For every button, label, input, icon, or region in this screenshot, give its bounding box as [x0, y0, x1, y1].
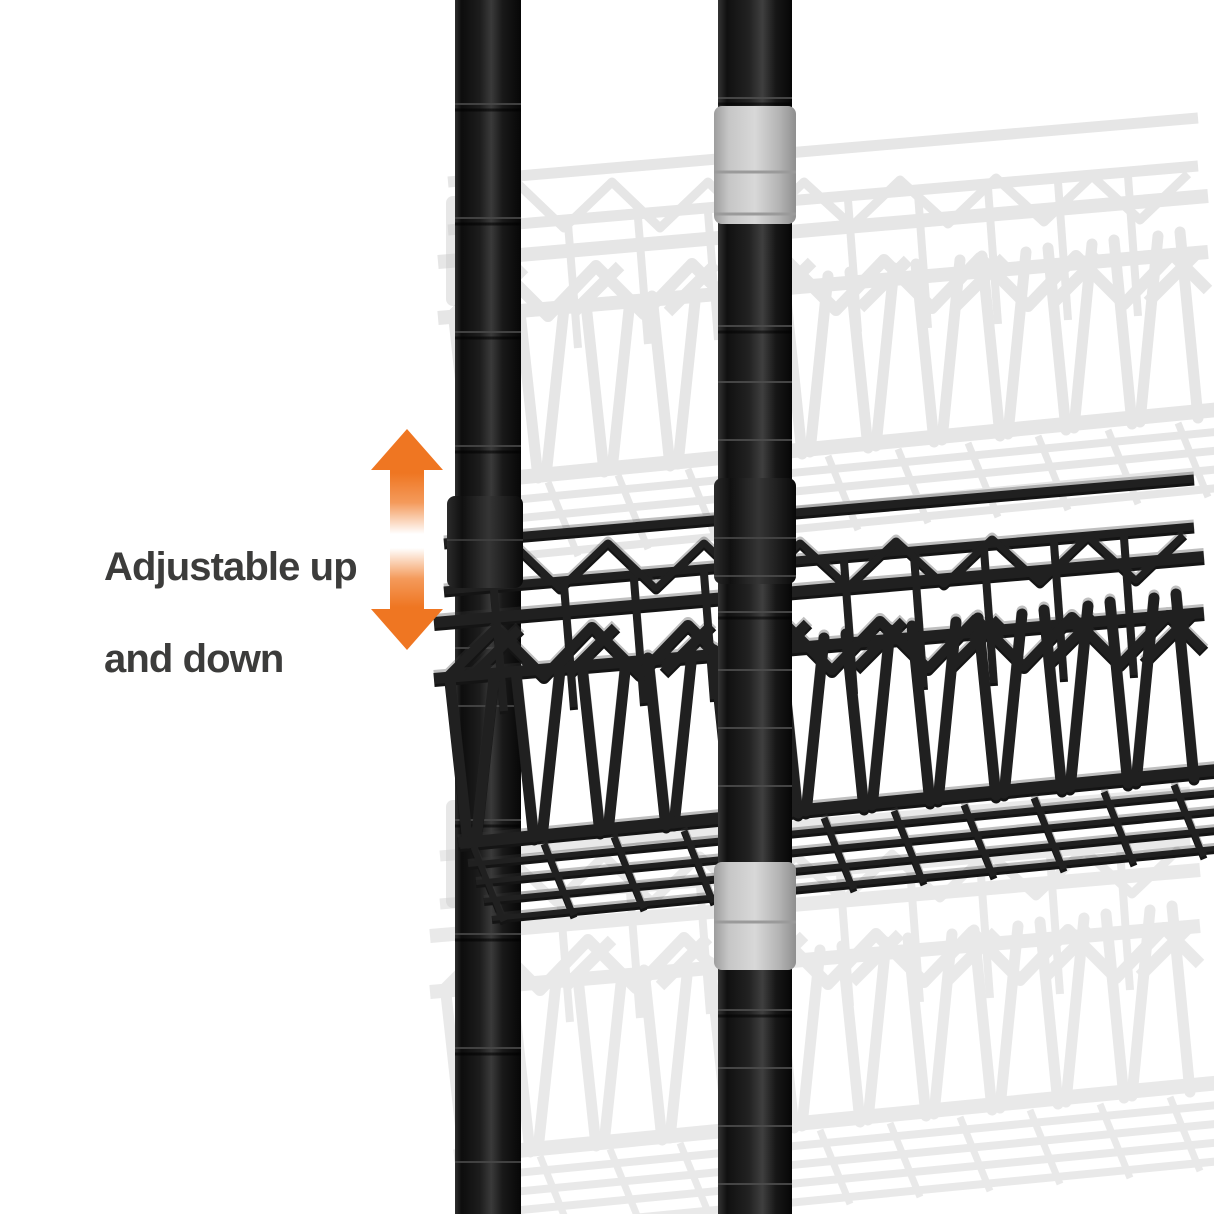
- collar-right-active: [714, 478, 796, 584]
- caption-line-1: Adjustable up: [104, 545, 358, 589]
- collar-left-active: [447, 496, 523, 588]
- collar-right-top-ghost: [714, 106, 796, 224]
- collar-right-bottom-ghost: [714, 862, 796, 970]
- caption-line-2: and down: [104, 637, 284, 681]
- up-arrow-icon: [371, 429, 443, 534]
- down-arrow-icon: [371, 548, 443, 650]
- post-left: [455, 0, 521, 1214]
- feature-caption: Adjustable up and down: [104, 498, 404, 728]
